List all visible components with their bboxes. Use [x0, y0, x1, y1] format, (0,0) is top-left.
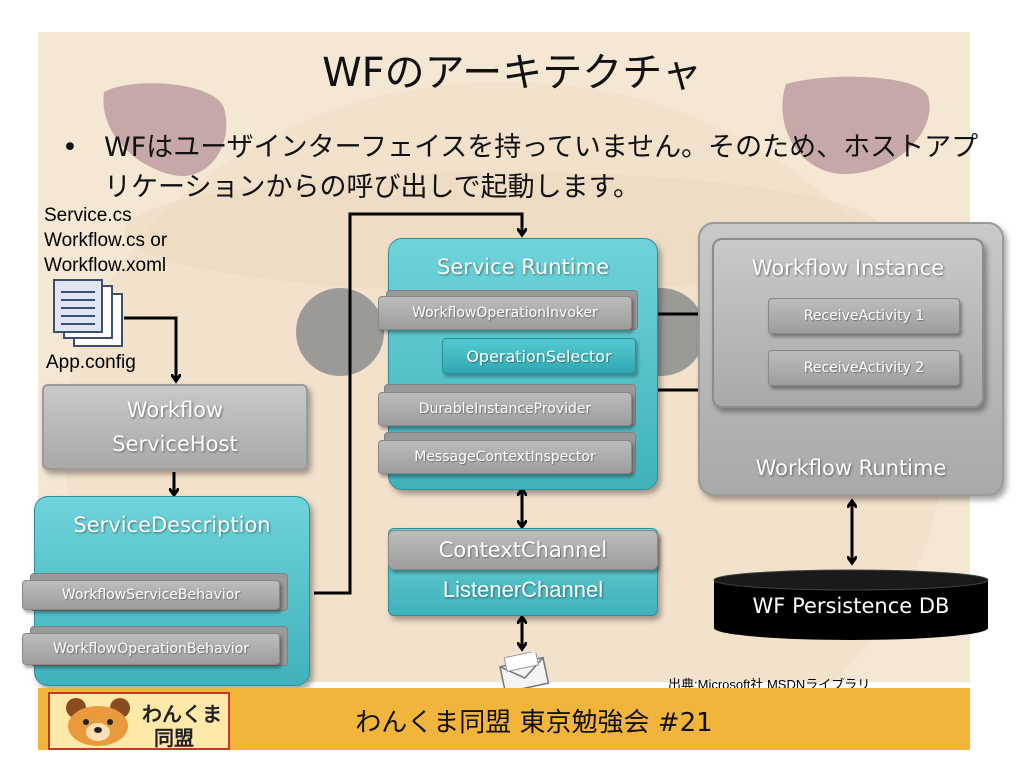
context-channel-box[interactable]: ContextChannel	[388, 530, 658, 570]
service-host-line1: Workflow	[126, 398, 224, 422]
workflow-operation-invoker-item[interactable]: WorkflowOperationInvoker	[378, 296, 632, 330]
workflow-operation-invoker-label: WorkflowOperationInvoker	[412, 305, 598, 321]
workflow-operation-behavior-item[interactable]: WorkflowOperationBehavior	[22, 633, 280, 665]
file-workflow-cs: Workflow.cs or	[44, 230, 168, 251]
receive-activity-1-item[interactable]: ReceiveActivity 1	[768, 298, 960, 334]
workflow-service-behavior-label: WorkflowServiceBehavior	[61, 587, 241, 603]
service-host-line2: ServiceHost	[112, 432, 238, 456]
context-channel-label: ContextChannel	[438, 538, 608, 562]
workflow-runtime-title: Workflow Runtime	[755, 456, 947, 480]
slide-title: WFのアーキテクチャ	[322, 50, 702, 96]
receive-activity-2-label: ReceiveActivity 2	[803, 360, 925, 376]
wankuma-logo: わんくま 同盟	[48, 692, 230, 750]
message-context-inspector-label: MessageContextInspector	[414, 449, 596, 465]
workflow-operation-behavior-label: WorkflowOperationBehavior	[52, 641, 250, 657]
file-workflow-xoml: Workflow.xoml	[44, 255, 167, 276]
receive-activity-2-item[interactable]: ReceiveActivity 2	[768, 350, 960, 386]
bear-mascot-icon	[66, 698, 130, 746]
persistence-db-cylinder	[713, 569, 989, 640]
logo-text-line2: 同盟	[154, 726, 194, 750]
service-runtime-title: Service Runtime	[437, 255, 609, 279]
operation-selector-item[interactable]: OperationSelector	[442, 338, 636, 374]
listener-channel-label: ListenerChannel	[442, 577, 604, 602]
workflow-service-behavior-item[interactable]: WorkflowServiceBehavior	[22, 580, 280, 610]
persistence-db-label: WF Persistence DB	[752, 594, 950, 618]
operation-selector-label: OperationSelector	[466, 346, 612, 366]
bullet-symbol: •	[62, 132, 78, 163]
app-config-label: App.config	[46, 352, 136, 373]
document-stack-icon	[53, 279, 123, 347]
receive-activity-1-label: ReceiveActivity 1	[803, 308, 925, 324]
workflow-service-host-box[interactable]: Workflow ServiceHost	[42, 384, 308, 470]
durable-instance-provider-item[interactable]: DurableInstanceProvider	[378, 392, 632, 426]
message-context-inspector-item[interactable]: MessageContextInspector	[378, 440, 632, 474]
footer-text: わんくま同盟 東京勉強会 #21	[355, 708, 713, 738]
workflow-instance-title: Workflow Instance	[751, 256, 945, 280]
durable-instance-provider-label: DurableInstanceProvider	[418, 401, 592, 417]
source-files-label: Service.cs Workflow.cs or Workflow.xoml	[44, 203, 167, 278]
file-service-cs: Service.cs	[44, 205, 132, 226]
bullet-text: WFはユーザインターフェイスを持っていません。そのため、ホストアプリケーションか…	[104, 132, 979, 203]
envelope-icon	[499, 652, 550, 694]
logo-text-line1: わんくま	[142, 702, 222, 726]
service-description-title: ServiceDescription	[73, 513, 271, 537]
